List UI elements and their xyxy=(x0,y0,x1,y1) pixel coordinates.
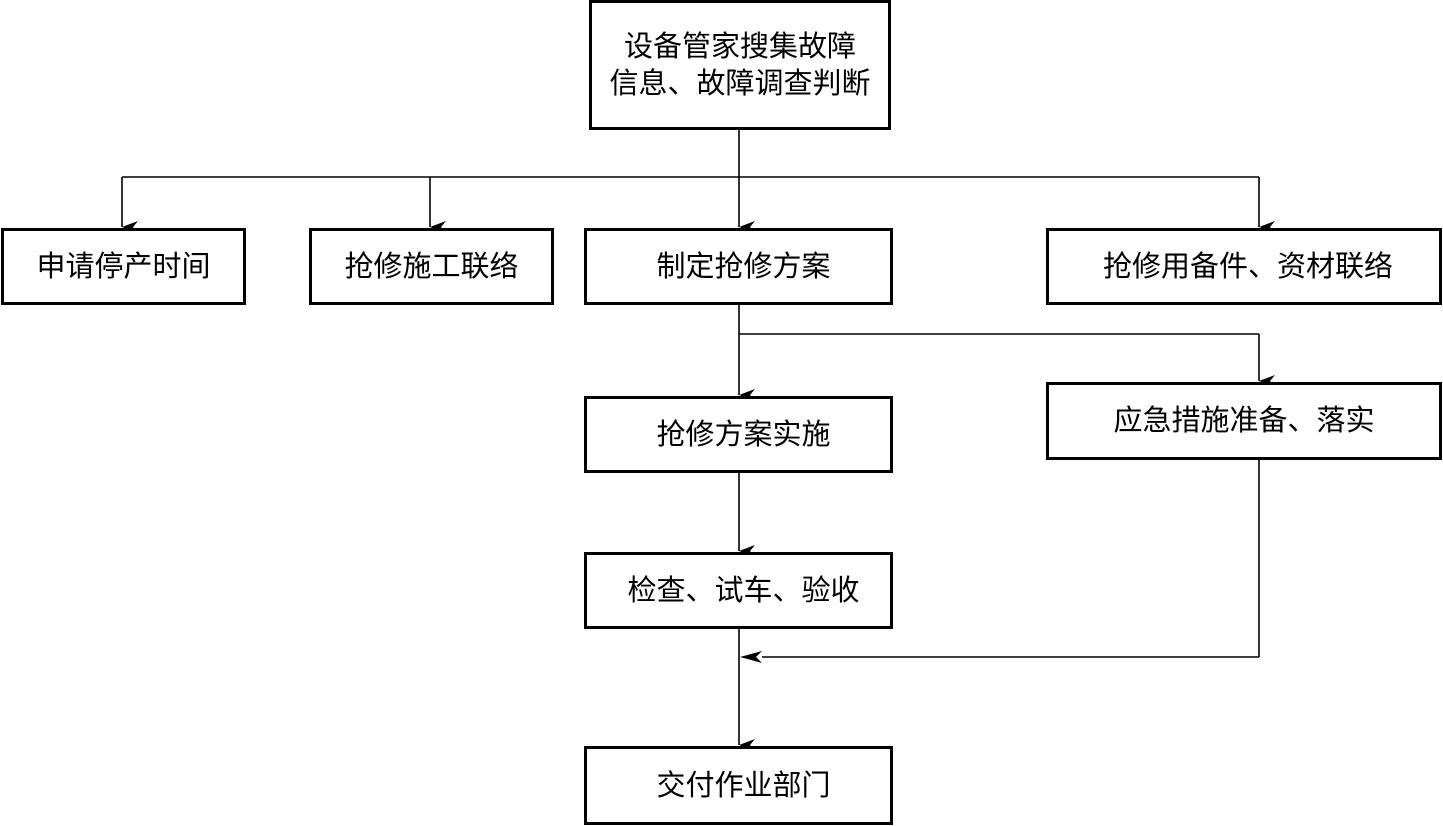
node-collect-fault-info: 设备管家搜集故障 信息、故障调查判断 xyxy=(589,0,891,130)
node-implement-repair-plan: 抢修方案实施 xyxy=(584,396,893,473)
node-collect-fault-info-line1: 设备管家搜集故障 xyxy=(623,28,856,63)
node-handover-to-operations-label: 交付作业部门 xyxy=(656,767,831,802)
node-handover-to-operations: 交付作业部门 xyxy=(584,746,893,825)
arrow-f-to-h xyxy=(740,651,762,663)
node-inspect-test-accept-label: 检查、试车、验收 xyxy=(627,572,860,607)
node-spare-parts-contact-label: 抢修用备件、资材联络 xyxy=(1102,248,1393,283)
node-request-downtime-label: 申请停产时间 xyxy=(36,248,211,283)
node-spare-parts-contact: 抢修用备件、资材联络 xyxy=(1046,228,1442,305)
node-emergency-measures-label: 应急措施准备、落实 xyxy=(1113,403,1375,438)
node-emergency-measures: 应急措施准备、落实 xyxy=(1046,382,1442,460)
node-repair-construction-contact: 抢修施工联络 xyxy=(309,228,554,305)
node-inspect-test-accept: 检查、试车、验收 xyxy=(584,552,893,629)
node-make-repair-plan-label: 制定抢修方案 xyxy=(656,248,831,283)
node-collect-fault-info-line2: 信息、故障调查判断 xyxy=(609,66,871,100)
node-request-downtime: 申请停产时间 xyxy=(1,228,246,305)
node-implement-repair-plan-label: 抢修方案实施 xyxy=(656,416,831,451)
node-make-repair-plan: 制定抢修方案 xyxy=(584,228,893,305)
node-repair-construction-contact-label: 抢修施工联络 xyxy=(344,248,519,283)
